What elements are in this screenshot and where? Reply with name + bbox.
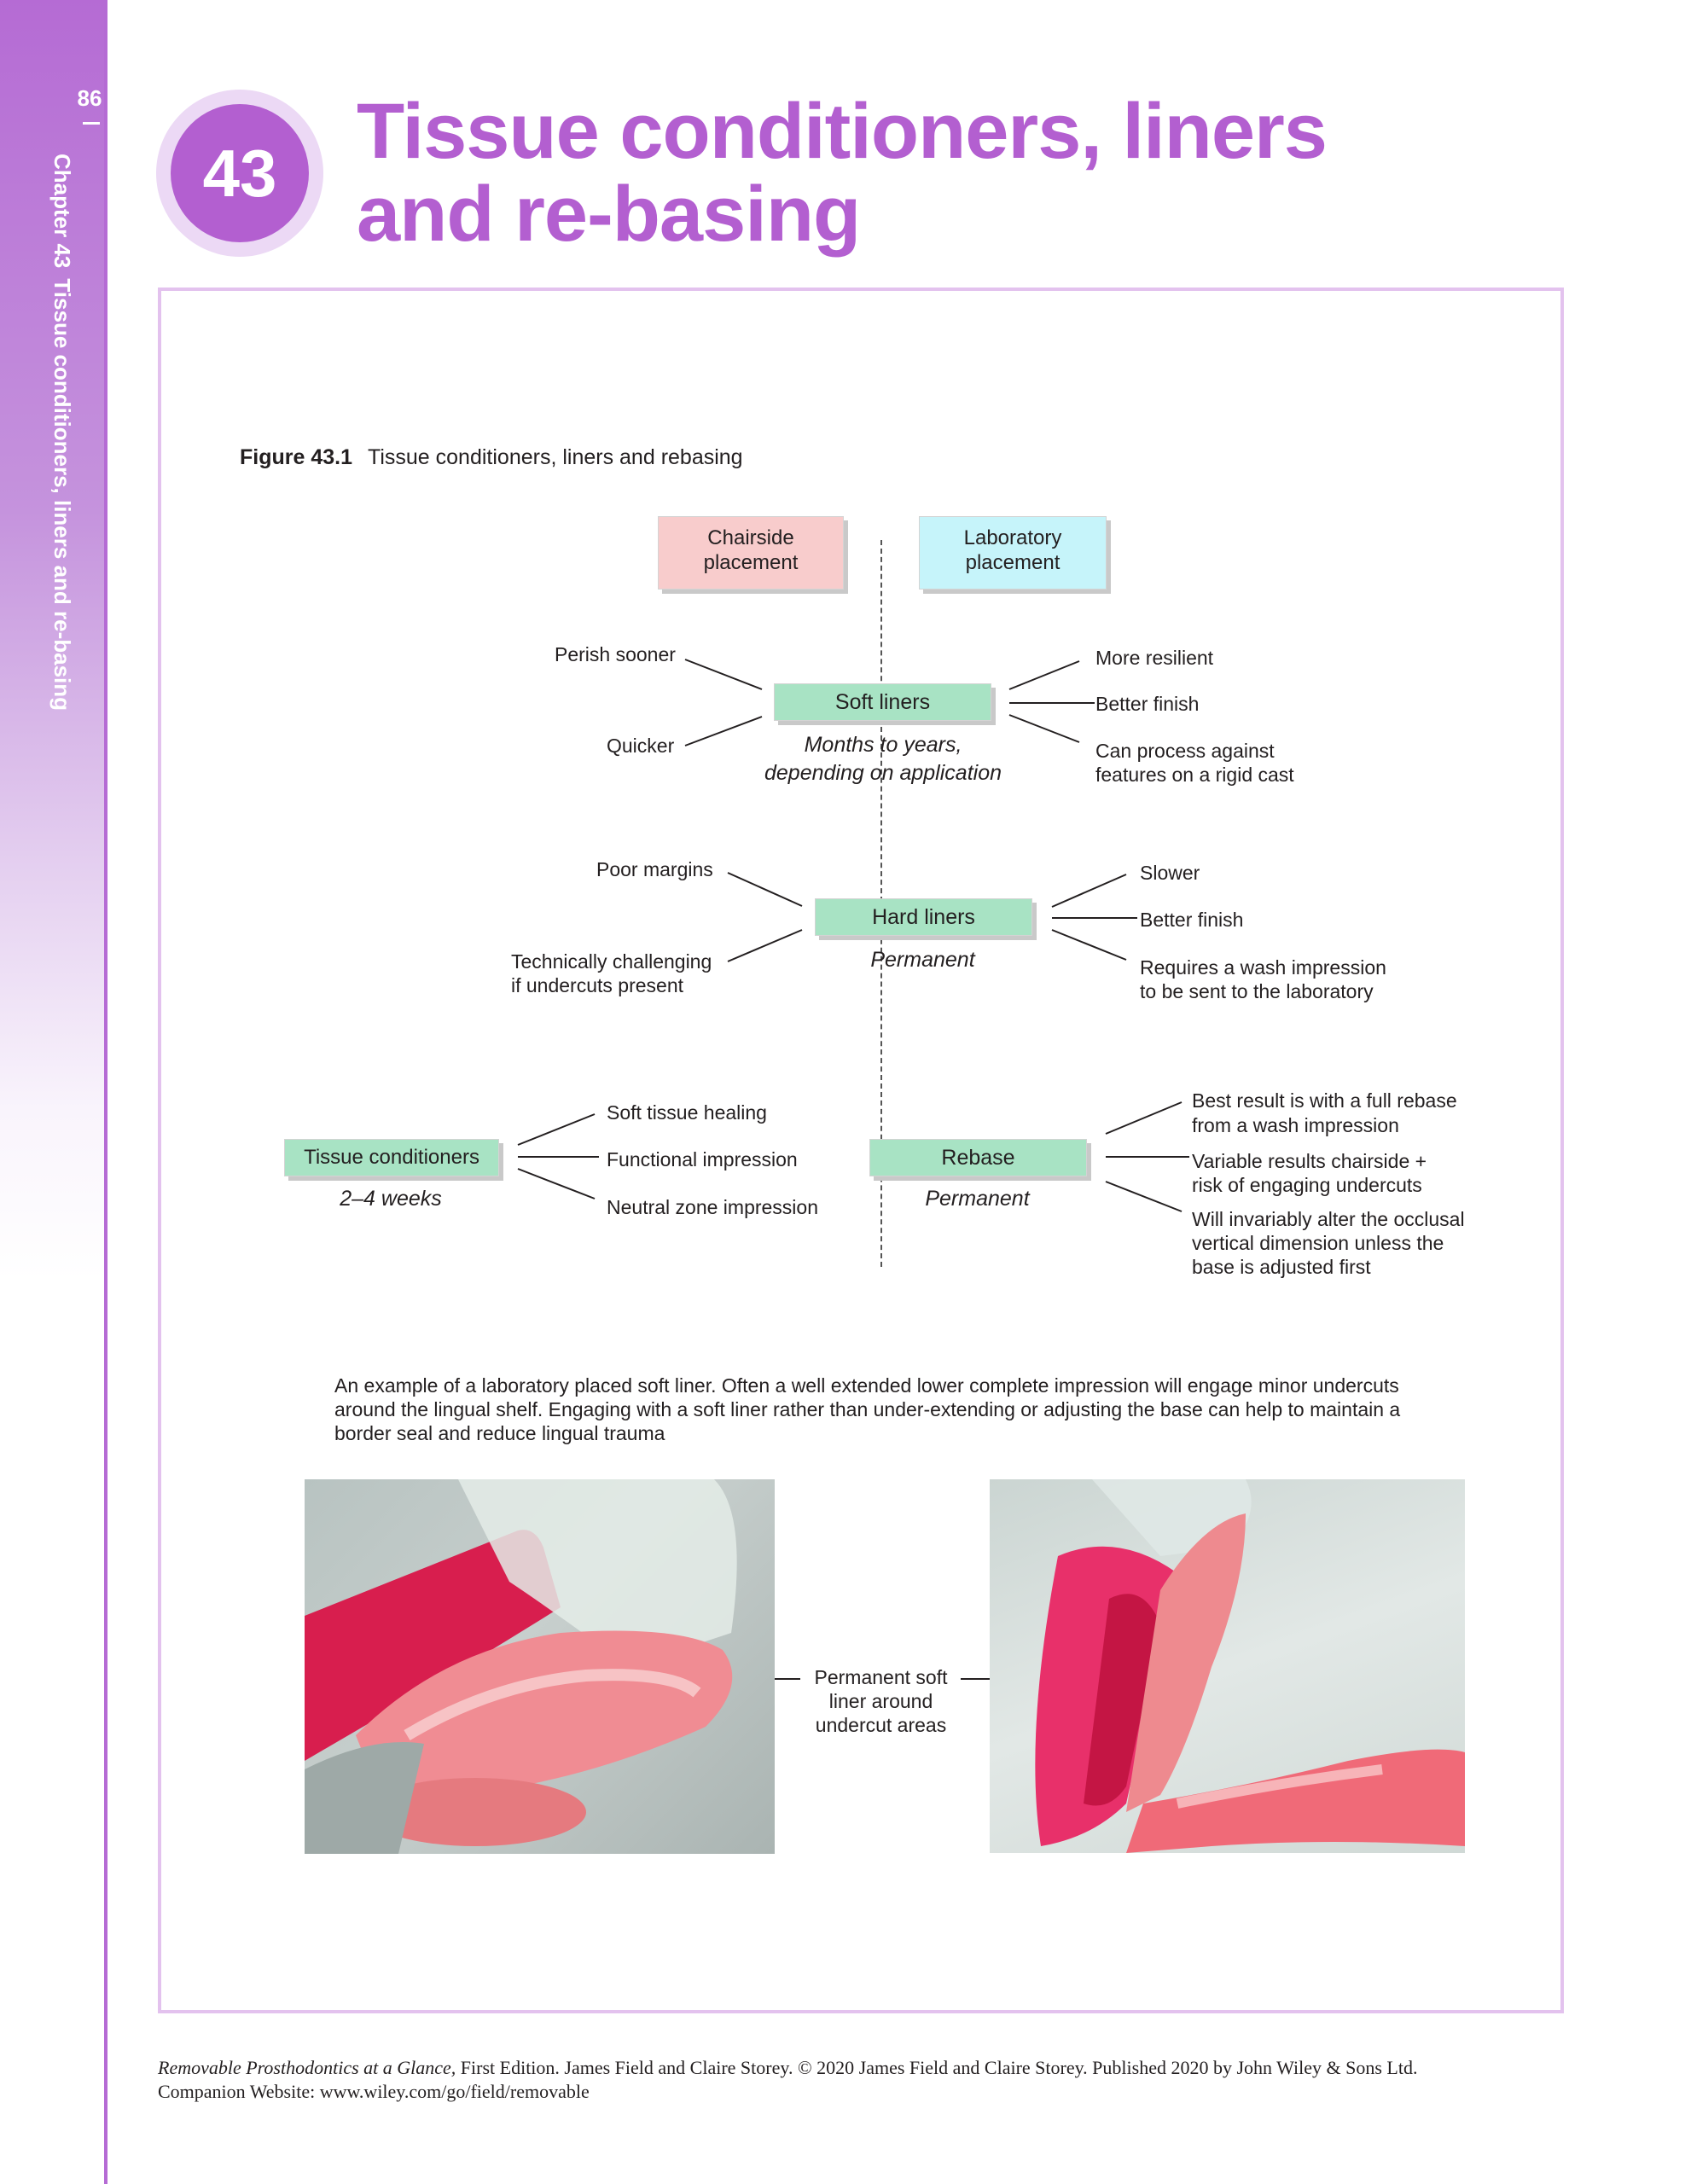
soft-liners-duration-line-2: depending on application <box>764 761 1002 785</box>
photo-annotation-line-2: liner around <box>828 1690 933 1712</box>
footer-book-title: Removable Prosthodontics at a Glance, <box>158 2057 456 2078</box>
laboratory-line-1: Laboratory <box>963 526 1062 549</box>
figure-frame <box>158 288 1564 1163</box>
photo-soft-liner-right <box>990 1479 1465 1853</box>
rebase-duration: Permanent <box>925 1187 1030 1211</box>
rebase-note-3: Variable results chairside + <box>1192 1150 1427 1172</box>
rebase-note-5: Will invariably alter the occlusal <box>1192 1208 1465 1230</box>
figure-label: Figure 43.1 <box>240 445 352 469</box>
page-number-rule <box>83 122 100 125</box>
soft-liners-lab-3: Can process against <box>1095 740 1275 762</box>
soft-liners-box: Soft liners <box>774 683 991 721</box>
rebase-note-2: from a wash impression <box>1192 1114 1399 1136</box>
chapter-title-line-2: and re-basing <box>357 171 861 258</box>
page-number: 86 <box>77 85 102 111</box>
footer-line-1: Removable Prosthodontics at a Glance, Fi… <box>158 2056 1608 2080</box>
laboratory-placement-box: Laboratory placement <box>919 516 1107 590</box>
hard-liners-duration: Permanent <box>870 948 975 972</box>
hard-liners-chairside-3: if undercuts present <box>511 974 684 996</box>
tissue-conditioners-use-1: Soft tissue healing <box>607 1101 767 1124</box>
figure-caption-text: Tissue conditioners, liners and rebasing <box>368 445 743 469</box>
figure-caption: Figure 43.1 Tissue conditioners, liners a… <box>240 445 743 470</box>
tissue-conditioners-use-2: Functional impression <box>607 1148 798 1170</box>
soft-liners-lab-4: features on a rigid cast <box>1095 764 1294 786</box>
soft-liners-chairside-1: Perish sooner <box>555 643 676 665</box>
rebase-box: Rebase <box>869 1139 1087 1176</box>
hard-liners-lab-3: Requires a wash impression <box>1140 956 1386 979</box>
chapter-title-line-1: Tissue conditioners, liners <box>357 88 1328 175</box>
soft-liners-lab-2: Better finish <box>1095 693 1200 715</box>
hard-liners-chairside-2: Technically challenging <box>511 950 712 973</box>
footer-publication: First Edition. James Field and Claire St… <box>456 2057 1418 2078</box>
tissue-conditioners-box: Tissue conditioners <box>284 1139 499 1176</box>
rebase-note-7: base is adjusted first <box>1192 1256 1371 1278</box>
hard-liners-box: Hard liners <box>815 898 1032 936</box>
photo-annotation-line-3: undercut areas <box>815 1714 947 1736</box>
hard-liners-lab-4: to be sent to the laboratory <box>1140 980 1374 1002</box>
chapter-number: 43 <box>171 104 309 242</box>
rebase-note-6: vertical dimension unless the <box>1192 1232 1444 1254</box>
chairside-placement-box: Chairside placement <box>658 516 844 590</box>
rebase-note-1: Best result is with a full rebase <box>1192 1089 1457 1112</box>
hard-liners-lab-1: Slower <box>1140 862 1200 884</box>
hard-liners-chairside-1: Poor margins <box>596 858 713 880</box>
soft-liners-chairside-2: Quicker <box>607 735 675 757</box>
chairside-line-1: Chairside <box>707 526 794 549</box>
side-rule <box>104 0 108 2184</box>
tissue-conditioners-use-3: Neutral zone impression <box>607 1196 819 1218</box>
laboratory-line-2: placement <box>965 551 1061 574</box>
hard-liners-lab-2: Better finish <box>1140 909 1244 931</box>
photo-soft-liner-left <box>305 1479 775 1854</box>
example-paragraph: An example of a laboratory placed soft l… <box>334 1374 1401 1444</box>
footer: Removable Prosthodontics at a Glance, Fi… <box>158 2056 1608 2104</box>
side-band <box>0 0 107 2184</box>
soft-liners-lab-1: More resilient <box>1095 647 1214 669</box>
photo-annotation: Permanent soft liner around undercut are… <box>793 1665 968 1737</box>
tissue-conditioners-duration: 2–4 weeks <box>340 1187 442 1211</box>
photo-annotation-line-1: Permanent soft <box>814 1666 948 1688</box>
figure-frame-bottom <box>158 1157 1564 2013</box>
chairside-line-2: placement <box>703 551 799 574</box>
footer-companion-website: Companion Website: www.wiley.com/go/fiel… <box>158 2081 590 2102</box>
rebase-note-4: risk of engaging undercuts <box>1192 1174 1422 1196</box>
soft-liners-duration-line-1: Months to years, <box>804 733 962 757</box>
soft-liners-duration: Months to years, depending on applicatio… <box>729 731 1037 787</box>
